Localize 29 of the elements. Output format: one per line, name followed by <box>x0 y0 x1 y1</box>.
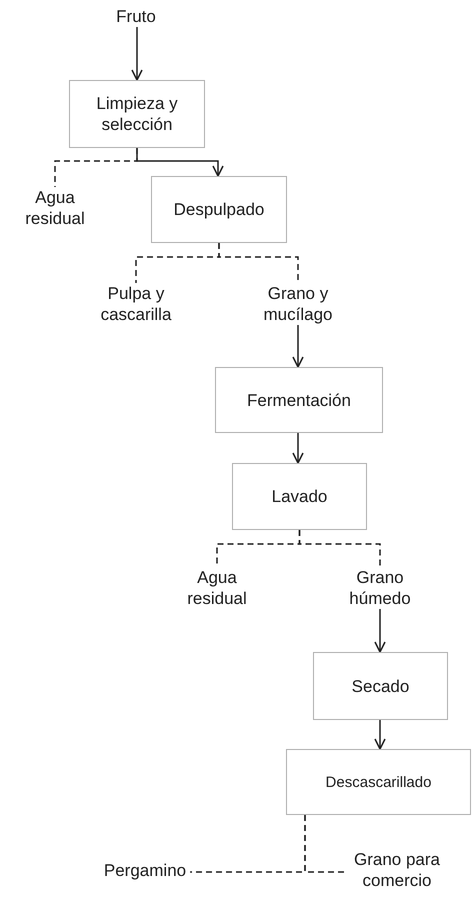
arrow <box>292 325 304 368</box>
flow-label: Pergamino <box>104 860 186 881</box>
process-box <box>69 80 205 148</box>
process-box <box>286 749 471 815</box>
flow-label: Grano húmedo <box>342 567 418 609</box>
flow-label: Fruto <box>110 6 162 27</box>
process-label: Fermentación <box>247 390 351 410</box>
arrow <box>131 27 143 81</box>
process-box <box>313 652 448 720</box>
process-label: Despulpado <box>174 199 264 220</box>
dashed-connector <box>304 815 345 873</box>
flow-label: Pulpa y cascarilla <box>96 283 176 325</box>
flow-label: Grano y mucílago <box>257 283 339 325</box>
process-box <box>151 176 287 243</box>
arrow <box>292 433 304 464</box>
arrow <box>374 609 386 653</box>
process-box <box>215 367 383 433</box>
dashed-connector <box>218 243 299 283</box>
arrow <box>136 148 224 177</box>
process-box <box>232 463 367 530</box>
flow-label: Grano para comercio <box>349 849 445 891</box>
dashed-connector <box>298 530 381 567</box>
arrow <box>374 720 386 750</box>
process-label: Limpieza y selección <box>95 93 179 135</box>
flow-label: Agua residual <box>18 187 92 229</box>
process-label: Lavado <box>272 486 328 507</box>
process-label: Descascarillado <box>326 772 432 792</box>
flow-label: Agua residual <box>180 567 254 609</box>
process-label: Secado <box>352 676 410 696</box>
